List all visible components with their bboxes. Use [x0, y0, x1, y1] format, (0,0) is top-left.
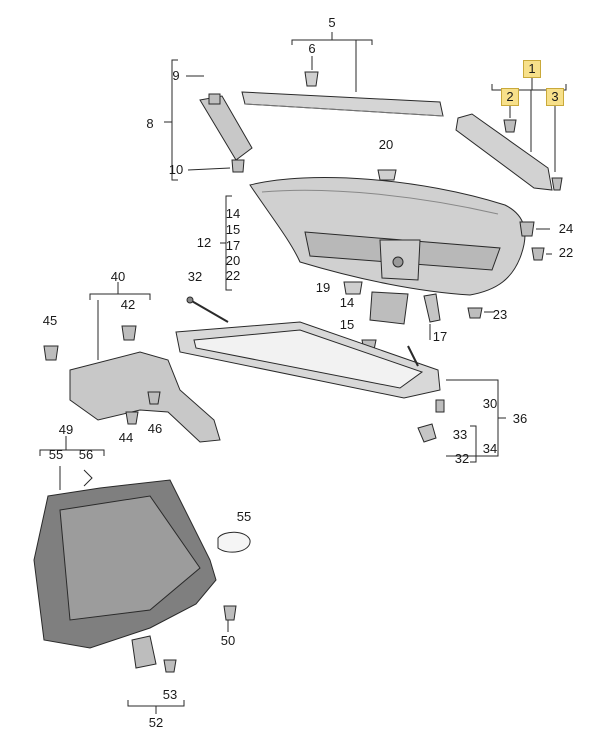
callout-label: 49: [58, 422, 74, 437]
callout-label: 2: [501, 88, 519, 106]
callout-label: 6: [308, 41, 316, 56]
rear-rail-part: [241, 32, 444, 117]
callout-label: 22: [558, 245, 574, 260]
callout-label: 14: [225, 206, 241, 221]
callout-label: 19: [315, 280, 331, 295]
callout-label: 33: [452, 427, 468, 442]
callout-label: 40: [110, 269, 126, 284]
callout-label: 3: [546, 88, 564, 106]
strut-part-8: [164, 59, 253, 181]
callout-label: 5: [328, 15, 336, 30]
callout-label: 46: [147, 421, 163, 436]
trunk-lid-trim: [220, 169, 526, 296]
callout-label: 1: [523, 60, 541, 78]
parcel-shelf: [175, 296, 506, 463]
side-bracket-part-40: [43, 282, 221, 443]
side-trim-panel-part-49: [33, 436, 251, 714]
callout-label: 53: [162, 687, 178, 702]
callout-label: 34: [482, 441, 498, 456]
callout-label: 32: [187, 269, 203, 284]
clip-part-22: [531, 247, 552, 261]
callout-label: 10: [168, 162, 184, 177]
bracket-part-1: [455, 74, 567, 191]
callout-label: 30: [482, 396, 498, 411]
callout-label: 22: [225, 268, 241, 283]
clip-part-6: [304, 71, 319, 87]
callout-label: 36: [512, 411, 528, 426]
clip-part-24: [519, 221, 550, 237]
callout-label: 55: [48, 447, 64, 462]
callout-label: 20: [225, 253, 241, 268]
callout-label: 12: [196, 235, 212, 250]
callout-label: 45: [42, 313, 58, 328]
callout-label: 42: [120, 297, 136, 312]
callout-label: 55: [236, 509, 252, 524]
callout-label: 9: [172, 68, 180, 83]
callout-label: 20: [378, 137, 394, 152]
callout-label: 14: [339, 295, 355, 310]
callout-label: 17: [432, 329, 448, 344]
callout-label: 15: [225, 222, 241, 237]
callout-label: 17: [225, 238, 241, 253]
callout-label: 52: [148, 715, 164, 730]
callout-label: 23: [492, 307, 508, 322]
callout-label: 44: [118, 430, 134, 445]
callout-label: 56: [78, 447, 94, 462]
callout-label: 24: [558, 221, 574, 236]
callout-label: 8: [146, 116, 154, 131]
callout-label: 50: [220, 633, 236, 648]
callout-label: 32: [454, 451, 470, 466]
callout-label: 15: [339, 317, 355, 332]
